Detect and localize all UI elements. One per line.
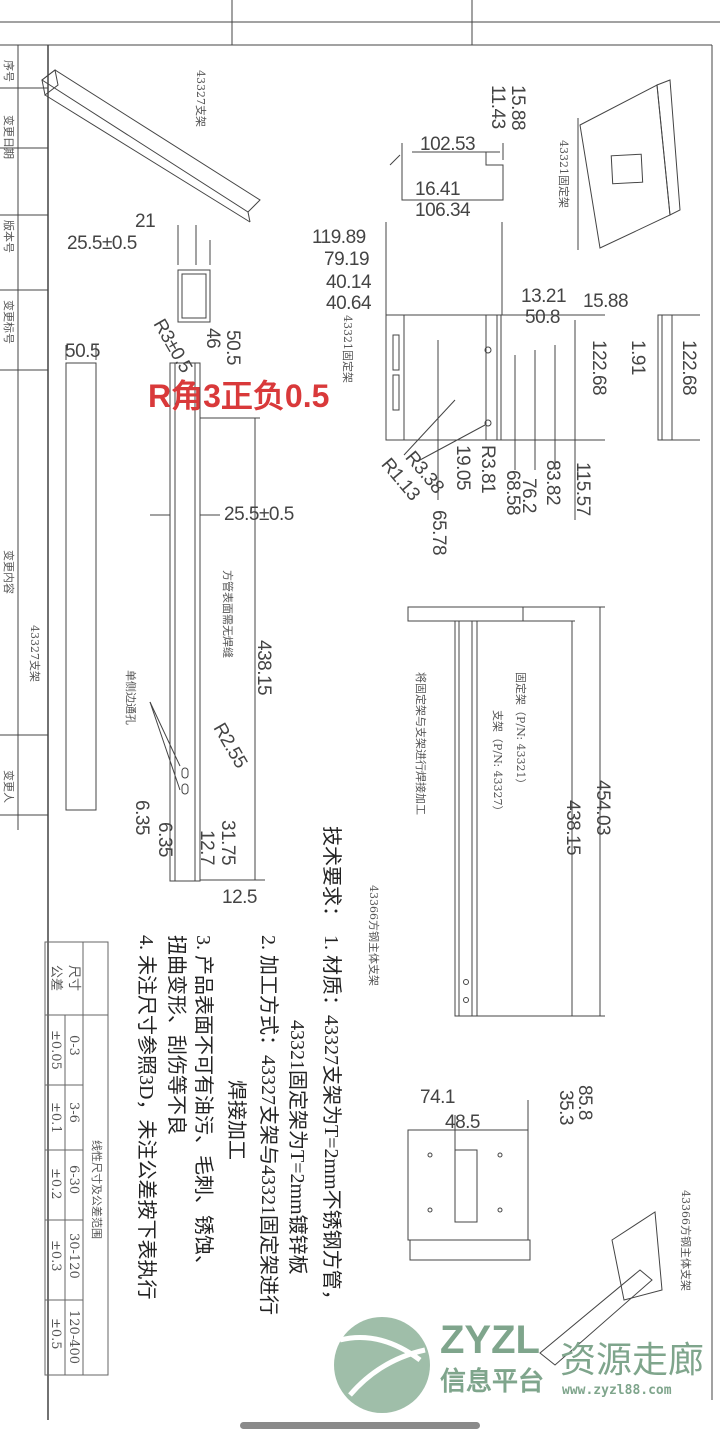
dim: 50.8 <box>525 307 560 328</box>
requirement-line: 1. 材质：43327支架为T=2mm不锈钢方管， <box>320 935 342 1310</box>
dim: 6.35 <box>131 800 152 835</box>
dim: 50.5 <box>65 341 100 362</box>
bracket-side-view <box>657 314 700 441</box>
dim: 25.5±0.5 <box>224 504 294 525</box>
assembly-label: 43366方钢主体支架 <box>367 885 380 986</box>
dim: 50.5 <box>222 330 243 365</box>
dim: 6.35 <box>154 822 175 857</box>
dim: 76.2 <box>518 478 539 513</box>
dim: 25.5±0.5 <box>67 233 137 254</box>
dim: 74.1 <box>420 1087 455 1108</box>
rev-header-version: 版本号 <box>2 220 15 253</box>
dim: 79.19 <box>324 249 370 270</box>
requirement-line: 2. 加工方式：43327支架与43321固定架进行 <box>257 935 279 1315</box>
tolerance-cell: ±0.05 <box>48 1030 63 1070</box>
tube-front-view <box>149 362 265 882</box>
bracket-label-plan: 43321固定架 <box>341 315 354 383</box>
dim: 12.7 <box>196 830 217 865</box>
single-side-hole-note: 单侧边通孔 <box>124 670 137 725</box>
assembly-iso-label: 43366方钢主体支架 <box>679 1190 692 1291</box>
dim: 438.15 <box>253 640 274 696</box>
requirement-line: 扭曲变形、刮伤等不良 <box>165 935 187 1135</box>
requirement-line: 焊接加工 <box>225 1080 247 1160</box>
assembly-end-view <box>407 1100 531 1261</box>
dim: 454.03 <box>592 780 613 836</box>
dim: 40.14 <box>326 272 372 293</box>
watermark-logo <box>334 1317 430 1413</box>
rev-header-content: 变更内容 <box>2 550 15 594</box>
watermark-sub: 信息平台 <box>440 1366 545 1396</box>
tube-side-view <box>65 345 97 811</box>
rev-header-date: 变更日期 <box>2 115 15 159</box>
dim: 12.5 <box>222 887 257 908</box>
size-cell: 3-6 <box>66 1102 81 1123</box>
tolerance-cell: ±0.2 <box>48 1168 63 1200</box>
bracket-pn: 支架（P/N: 43327） <box>491 710 504 817</box>
dim: 48.5 <box>445 1112 480 1133</box>
weld-note: 将固定架与支架进行焊接加工 <box>414 672 427 815</box>
dim: 35.3 <box>555 1090 576 1125</box>
bracket-plan-view <box>385 222 605 520</box>
size-cell: 30-120 <box>66 1233 81 1279</box>
home-indicator[interactable] <box>240 1422 480 1429</box>
watermark-cn-name: 资源走廊 <box>560 1339 705 1380</box>
dim: 115.57 <box>572 462 593 516</box>
dim: 15.88 <box>583 291 629 312</box>
dim: 1.91 <box>627 340 648 375</box>
tolerance-title: 线性尺寸及公差范围 <box>90 1140 103 1239</box>
tube-label-side: 43327支架 <box>28 625 41 682</box>
dim: 11.43 <box>487 85 508 129</box>
rev-header-mark: 变更标号 <box>2 300 15 344</box>
watermark-brand: ZYZL <box>440 1318 540 1362</box>
dim: 19.05 <box>452 445 473 491</box>
dim: 122.68 <box>678 340 699 396</box>
dim: 21 <box>135 211 156 232</box>
rev-header-person: 变更人 <box>2 770 15 803</box>
row-label-tolerance: 公差 <box>48 965 63 992</box>
tolerance-cell: ±0.3 <box>48 1240 63 1272</box>
tube-section-view <box>177 225 211 323</box>
size-cell: 6-30 <box>66 1165 81 1195</box>
dim: 438.15 <box>562 800 583 856</box>
bracket-iso-view <box>577 79 681 250</box>
tube-iso-view <box>41 69 261 223</box>
fixed-frame-pn: 固定架（P/N: 43321） <box>514 672 527 790</box>
watermark-url: www.zyzl88.com <box>562 1383 672 1398</box>
dim: 13.21 <box>521 286 567 307</box>
requirements-title: 技术要求： <box>320 826 342 926</box>
dim: 83.82 <box>542 460 563 506</box>
bracket-label-iso: 43321固定架 <box>557 140 570 208</box>
tolerance-table-grid <box>44 941 109 1376</box>
tube-label-top: 43327支架 <box>194 70 207 127</box>
dim: 65.78 <box>428 510 449 556</box>
dim: 85.8 <box>574 1085 595 1120</box>
no-weld-seam-note: 方管表面需无焊缝 <box>221 570 234 658</box>
row-label-size: 尺寸 <box>66 965 81 992</box>
assembly-view <box>407 606 605 1017</box>
dim: 122.68 <box>588 340 609 396</box>
requirement-line: 4. 未注尺寸参照3D，未注公差按下表执行 <box>135 935 157 1300</box>
dim: 31.75 <box>217 820 238 866</box>
assembly-iso-view <box>539 1211 663 1366</box>
dim: 40.64 <box>326 293 372 314</box>
dim: 102.53 <box>420 134 476 155</box>
tolerance-cell: ±0.5 <box>48 1318 63 1350</box>
dim: 16.41 <box>415 179 461 200</box>
dim: 15.88 <box>507 85 528 131</box>
dim: 106.34 <box>415 200 471 221</box>
requirement-line: 3. 产品表面不可有油污、毛刺、锈蚀、 <box>192 935 214 1275</box>
red-radius-note: R角3正负0.5 <box>148 378 330 414</box>
size-cell: 0-3 <box>66 1035 81 1056</box>
dim: 119.89 <box>312 227 366 248</box>
requirement-line: 43321固定架为T=2mm镀锌板 <box>286 1020 308 1275</box>
tolerance-cell: ±0.1 <box>48 1102 63 1134</box>
bracket-top-view <box>389 143 504 201</box>
dim: R3.81 <box>477 445 498 494</box>
dim: 46 <box>202 328 223 349</box>
rev-header-no: 序号 <box>2 60 15 82</box>
size-cell: 120-400 <box>66 1310 81 1365</box>
